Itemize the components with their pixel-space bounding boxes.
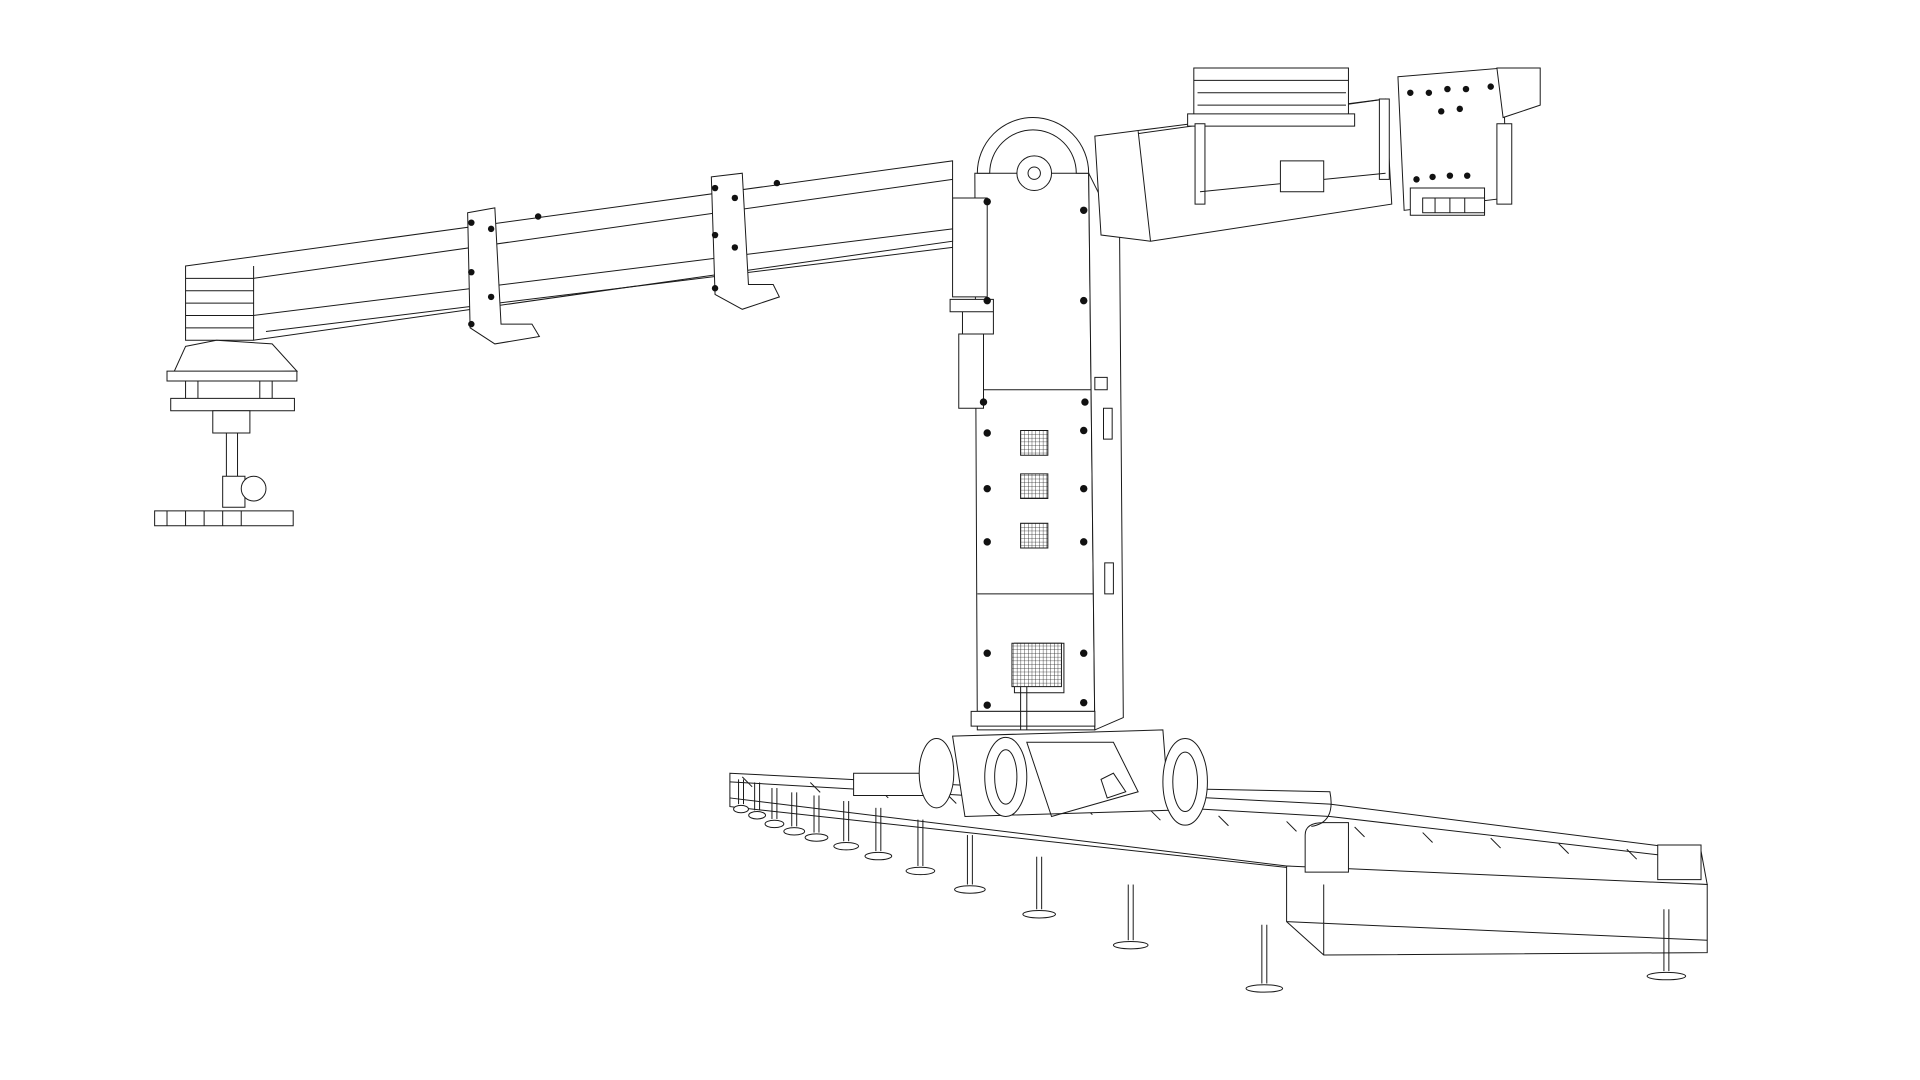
rail-slat: [1151, 810, 1161, 820]
rail-slat: [1355, 827, 1365, 837]
rail-base: [730, 773, 1707, 955]
bolt: [731, 244, 739, 251]
leg-foot: [784, 828, 805, 835]
leg-foot: [1023, 911, 1056, 918]
bolt: [1456, 105, 1464, 113]
horizontal-boom: [186, 161, 953, 344]
gripper: [155, 340, 297, 526]
boom-right-section: [1095, 68, 1540, 241]
pulley: [1017, 156, 1052, 191]
bolt: [1080, 649, 1088, 657]
bolt: [534, 213, 542, 220]
leg-foot: [1246, 985, 1283, 992]
bolt: [487, 293, 495, 301]
bolt: [1462, 85, 1470, 93]
rail-slat: [1559, 844, 1569, 854]
bolt: [1080, 206, 1088, 215]
bolt: [1080, 698, 1088, 707]
rail-slat: [1219, 816, 1229, 826]
bolt: [468, 268, 475, 276]
bolt: [1080, 296, 1088, 305]
bolt: [711, 184, 719, 192]
bolt: [731, 194, 739, 202]
bolt: [468, 219, 475, 226]
bolt: [983, 296, 991, 305]
bolt: [711, 285, 719, 292]
bolt: [983, 701, 991, 709]
leg-foot: [805, 834, 828, 841]
bolt: [1080, 484, 1088, 493]
rail-slat: [810, 782, 820, 792]
bolt: [983, 197, 991, 206]
leg-foot: [834, 842, 859, 849]
leg-foot: [1113, 941, 1148, 948]
leg-foot: [765, 820, 784, 827]
bolt: [487, 225, 495, 233]
bolt: [1464, 172, 1471, 179]
bolt: [711, 231, 719, 239]
column-bolts: [979, 197, 1089, 709]
leg-foot: [749, 812, 766, 819]
bolt: [979, 398, 988, 406]
wheel: [1163, 739, 1208, 826]
vent-panel: [1021, 431, 1048, 456]
bolt: [983, 538, 991, 546]
bolt: [1407, 89, 1414, 96]
bolt: [1444, 85, 1451, 93]
bolt: [1425, 89, 1433, 96]
vent-panel: [1021, 474, 1048, 499]
rail-slat: [742, 777, 752, 787]
vent-panel: [1012, 643, 1061, 686]
rail-slat: [1627, 849, 1637, 859]
bolt: [1438, 108, 1445, 115]
leg-foot: [865, 852, 892, 859]
bolt: [1413, 176, 1420, 183]
vent-panel: [1021, 523, 1048, 548]
bolt: [983, 484, 991, 493]
bolt: [1081, 398, 1089, 406]
leg-foot: [734, 805, 749, 812]
carriage: [854, 730, 1208, 825]
rail-slat: [1287, 821, 1297, 831]
leg-foot: [955, 886, 986, 893]
wheel: [919, 739, 954, 808]
leg-foot: [1647, 972, 1686, 979]
bolt: [983, 429, 991, 437]
bolt: [983, 649, 991, 657]
rail-legs: [734, 779, 1686, 992]
bolt: [468, 320, 475, 328]
bolt: [1429, 173, 1436, 181]
bolt: [1080, 538, 1088, 546]
rail-slat: [1491, 838, 1501, 848]
vertical-column: [950, 118, 1123, 730]
leg-foot: [906, 867, 935, 874]
wheel: [985, 737, 1027, 816]
bolt: [1446, 172, 1454, 179]
bolt: [1487, 83, 1494, 90]
rail-slat: [1423, 833, 1433, 843]
boom-bolts: [207, 83, 1494, 362]
bolt: [1080, 426, 1088, 435]
bolt: [773, 179, 781, 187]
